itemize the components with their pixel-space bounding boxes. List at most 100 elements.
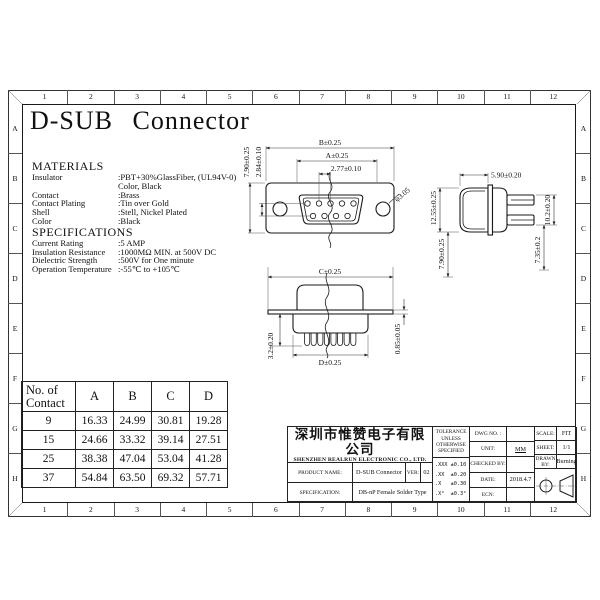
unit-label: UNIT: bbox=[470, 442, 507, 458]
zone-row: H bbox=[580, 474, 587, 483]
material-value: :Black bbox=[118, 215, 141, 226]
zone-col: 9 bbox=[392, 503, 439, 517]
material-row: Contact Plating :Tin over Gold bbox=[32, 199, 262, 208]
zone-row: A bbox=[8, 104, 22, 154]
date-label: DATE: bbox=[470, 472, 507, 488]
drawn-by-value: Burning bbox=[557, 455, 577, 469]
specification-value: DB-nP Female Solder Type bbox=[353, 483, 433, 503]
material-row: Shell :Stell, Nickel Plated bbox=[32, 208, 262, 217]
company-cell: 深圳市惟赞电子有限公司 SHENZHEN REALRUN ELECTRONIC … bbox=[288, 427, 433, 463]
spec-row: Current Rating :5 AMP bbox=[32, 237, 262, 248]
zone-col: 7 bbox=[300, 90, 346, 104]
version-label: VER: bbox=[406, 463, 421, 483]
zone-col: 10 bbox=[438, 503, 485, 517]
spec-value: :500V for One minute bbox=[118, 255, 194, 266]
dim-a-label: A±0.25 bbox=[326, 151, 349, 160]
checked-by-value bbox=[507, 457, 535, 473]
cell: 69.32 bbox=[151, 468, 190, 488]
shell-inner-line bbox=[462, 190, 485, 230]
cell: 63.50 bbox=[113, 468, 152, 488]
rear-insulator bbox=[491, 187, 508, 233]
zone-col: 1 bbox=[22, 503, 69, 517]
dim-b-label: B±0.25 bbox=[319, 138, 341, 147]
zone-row: C bbox=[8, 204, 22, 254]
cell: 39.14 bbox=[151, 430, 190, 450]
col-header: A bbox=[75, 381, 114, 412]
title-block: 深圳市惟赞电子有限公司 SHENZHEN REALRUN ELECTRONIC … bbox=[287, 426, 577, 503]
spec-value: :-55℃ to +105℃ bbox=[118, 264, 180, 275]
material-row: Color :Black bbox=[32, 217, 262, 226]
dim-front-depth-label: 5.90±0.20 bbox=[491, 171, 522, 180]
scale-label: SCALE: bbox=[535, 427, 557, 441]
table-row: 25 38.38 47.04 53.04 41.28 bbox=[21, 449, 228, 469]
sheet-label: SHEET: bbox=[535, 441, 557, 455]
material-label: Contact bbox=[32, 189, 59, 200]
dwg-no-label: DWG NO. : bbox=[470, 427, 507, 443]
tolerance-line: .XXX ±0.10 bbox=[435, 462, 467, 468]
zone-col: 11 bbox=[485, 90, 531, 104]
material-value: Color, Black bbox=[118, 180, 162, 191]
page-title: D-SUB Connector bbox=[30, 106, 250, 135]
ecn-label: ECN: bbox=[470, 487, 507, 503]
zone-col: 12 bbox=[549, 505, 558, 514]
cell: 15 bbox=[21, 430, 76, 450]
checked-by-label: CHECKED BY: bbox=[470, 457, 507, 473]
zone-strip-right: A B C D E F G H bbox=[576, 104, 591, 503]
dim-hole-label: φ3.05 bbox=[393, 185, 412, 203]
zone-col: 4 bbox=[161, 90, 207, 104]
zone-col: 4 bbox=[161, 503, 207, 517]
spec-row: Operation Temperature :-55℃ to +105℃ bbox=[32, 265, 262, 274]
material-label: Insulator bbox=[32, 172, 63, 182]
cell: 53.04 bbox=[151, 449, 190, 469]
zone-col: 8 bbox=[346, 503, 392, 517]
shell-front-profile bbox=[459, 187, 489, 233]
tolerance-heading: TOLERANCE UNLESS OTHERWISE SPECIFIED bbox=[433, 427, 470, 458]
corner-header-cell: No. of Contact bbox=[21, 381, 76, 412]
material-row: Insulator :PBT+30%GlassFiber, (UL94V-0) bbox=[32, 173, 262, 182]
zone-row: E bbox=[8, 304, 22, 354]
zone-col: 12 bbox=[549, 92, 558, 101]
zone-row: E bbox=[576, 304, 591, 354]
table-row: 9 16.33 24.99 30.81 19.28 bbox=[21, 411, 228, 431]
rear-insulator bbox=[292, 313, 369, 334]
zone-row: D bbox=[576, 254, 591, 304]
material-label: Contact Plating bbox=[32, 198, 86, 209]
break-line bbox=[328, 171, 333, 249]
zone-row: F bbox=[576, 354, 591, 404]
dim-row-gap-label: 2.84±0.10 bbox=[254, 147, 263, 178]
zone-row: D bbox=[8, 254, 22, 304]
cell: 24.66 bbox=[75, 430, 114, 450]
cell: 25 bbox=[21, 449, 76, 469]
materials-specs-block: MATERIALS Insulator :PBT+30%GlassFiber, … bbox=[32, 160, 262, 274]
dim-d-label: D±0.25 bbox=[319, 358, 342, 367]
zone-strip-left: A B C D E F G H bbox=[8, 104, 22, 503]
front-view-drawing: B±0.25 A±0.25 2.77±0.10 7.90±0.25 2.84±0… bbox=[242, 138, 412, 249]
table-row: 37 54.84 63.50 69.32 57.71 bbox=[21, 468, 228, 488]
scale-value: FIT bbox=[557, 427, 577, 441]
zone-row: G bbox=[8, 404, 22, 454]
dim-lower-label: 7.90±0.25 bbox=[437, 239, 446, 270]
cell: 33.32 bbox=[113, 430, 152, 450]
company-name-cn: 深圳市惟赞电子有限公司 bbox=[294, 427, 426, 457]
company-name-en: SHENZHEN REALRUN ELECTRONIC CO., LTD. bbox=[293, 456, 427, 463]
drawn-by-label: DRAWN BY: bbox=[535, 455, 557, 469]
dim-rear-label: 7.35±0.2 bbox=[533, 236, 542, 263]
col-header: D bbox=[189, 381, 228, 412]
cell: 57.71 bbox=[189, 468, 228, 488]
spec-value: :5 AMP bbox=[118, 237, 145, 248]
cell: 38.38 bbox=[75, 449, 114, 469]
zone-row: G bbox=[576, 404, 591, 454]
zone-col: 6 bbox=[253, 503, 300, 517]
material-value: :PBT+30%GlassFiber, (UL94V-0) bbox=[118, 172, 237, 182]
dim-pin-span-label: 10.2±0.20 bbox=[543, 195, 552, 226]
zone-row: A bbox=[576, 104, 591, 154]
material-value: :Brass bbox=[118, 189, 140, 200]
material-label: Color bbox=[32, 215, 52, 226]
zone-col: 9 bbox=[392, 90, 439, 104]
dim-pitch-label: 2.77±0.10 bbox=[331, 164, 362, 173]
sheet-value: 1/1 bbox=[557, 441, 577, 455]
solder-pins bbox=[506, 194, 535, 226]
specifications-heading: SPECIFICATIONS bbox=[32, 224, 134, 239]
col-header: C bbox=[151, 381, 190, 412]
